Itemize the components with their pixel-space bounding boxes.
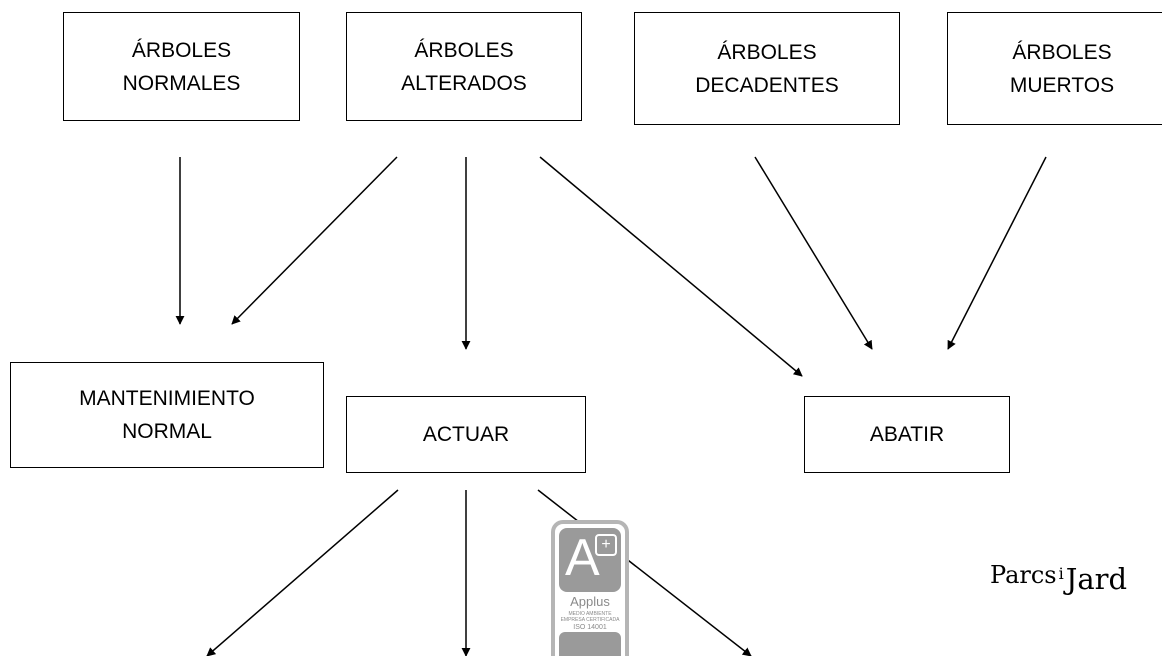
plus-icon: + xyxy=(595,534,617,556)
applus-line-1: MEDIO AMBIENTE xyxy=(568,611,612,617)
node-arboles-muertos: ÁRBOLES MUERTOS xyxy=(947,12,1162,125)
node-label-line: ÁRBOLES xyxy=(717,40,817,64)
arrow-muertos-to-abatir xyxy=(947,156,1047,350)
arrow-alterados-to-abatir xyxy=(539,156,803,377)
node-label-line: ÁRBOLES xyxy=(131,38,232,62)
node-label-line: ALTERADOS xyxy=(401,71,527,95)
applus-brand: Applus xyxy=(570,594,610,609)
node-label-line: ABATIR xyxy=(869,423,945,446)
arrow-alterados-to-mantenimiento xyxy=(231,156,398,325)
applus-line-2: EMPRESA CERTIFICADA xyxy=(560,617,620,623)
applus-footer-band xyxy=(559,632,621,656)
applus-mark: A xyxy=(565,529,600,587)
node-actuar: ACTUAR xyxy=(346,396,586,473)
arrow-actuar-to-right xyxy=(537,489,752,656)
parcs-logo-word-2: i xyxy=(1058,564,1064,583)
node-abatir: ABATIR xyxy=(804,396,1010,473)
applus-certification-logo: A + Applus MEDIO AMBIENTE EMPRESA CERTIF… xyxy=(551,520,629,656)
node-mantenimiento-normal: MANTENIMIENTO NORMAL xyxy=(10,362,324,468)
parcs-logo-word-1: Parcs xyxy=(990,561,1057,589)
node-label-line: ÁRBOLES xyxy=(414,38,514,62)
arrow-actuar-to-left xyxy=(206,489,399,656)
node-label-line: ACTUAR xyxy=(422,423,510,446)
parcs-logo-word-3: Jard xyxy=(1065,562,1128,596)
applus-badge: A + xyxy=(559,528,621,592)
arrow-decadentes-to-abatir xyxy=(754,156,873,350)
node-label-line: NORMAL xyxy=(122,420,212,443)
node-arboles-decadentes: ÁRBOLES DECADENTES xyxy=(634,12,900,125)
node-label-line: NORMALES xyxy=(122,71,241,95)
node-label-line: MUERTOS xyxy=(1009,73,1115,97)
applus-iso: ISO 14001 xyxy=(573,624,607,631)
node-arboles-alterados: ÁRBOLES ALTERADOS xyxy=(346,12,582,121)
node-label-line: ÁRBOLES xyxy=(1012,40,1112,64)
node-label-line: DECADENTES xyxy=(695,73,839,97)
node-arboles-normales: ÁRBOLES NORMALES xyxy=(63,12,300,121)
node-label-line: MANTENIMIENTO xyxy=(79,387,255,410)
